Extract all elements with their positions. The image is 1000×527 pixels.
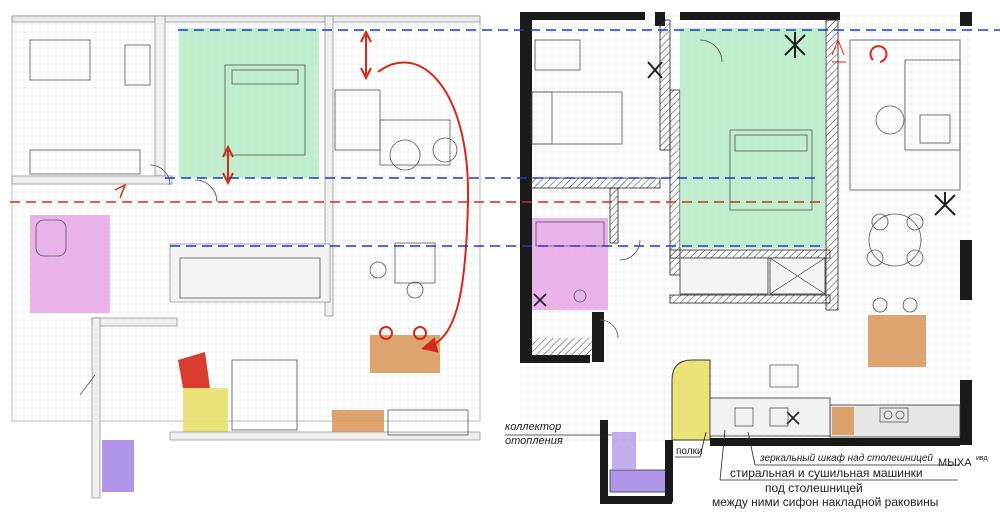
wash-label-3: между ними сифон накладной раковины: [712, 495, 938, 509]
plant-icon: [934, 192, 956, 216]
wash-label-2: под столешницей: [765, 481, 863, 495]
collector-label-1: коллектор: [505, 421, 561, 433]
bathroom-zone: [30, 215, 110, 313]
new-plan: [520, 12, 972, 504]
collector-label-2: отопления: [505, 435, 563, 447]
mirror-cabinet-label: зеркальный шкаф над столешницей: [759, 452, 933, 464]
alignment-lines: [10, 29, 1000, 247]
kitchen-zone: [868, 315, 926, 367]
annotation-leaders: [505, 429, 960, 481]
storage-zone: [609, 469, 671, 493]
myha-label: МЫХА: [938, 457, 972, 469]
kitchen-counter: [332, 410, 384, 435]
red-curved-arrow-icon: [377, 61, 470, 353]
wash-label-1: стиральная и сушильная машинки: [730, 466, 923, 480]
plant-icon: [647, 61, 663, 79]
utility-zone: [183, 388, 228, 433]
bedroom-zone: [680, 28, 825, 248]
red-curved-arrow-icon: [869, 45, 888, 63]
original-plan: [11, 15, 481, 499]
double-arrow-icon: [222, 144, 234, 186]
ivd-label: ивд: [976, 455, 988, 462]
double-arrow-icon: [360, 29, 372, 81]
plant-icon: [784, 32, 806, 58]
utility-zone: [671, 359, 711, 441]
plant-icon: [533, 293, 547, 307]
shelves-label: полки: [676, 446, 703, 457]
storage-zone: [102, 440, 134, 492]
bedroom-zone: [179, 28, 319, 178]
kitchen-zone: [370, 335, 440, 373]
plant-icon: [786, 411, 800, 425]
